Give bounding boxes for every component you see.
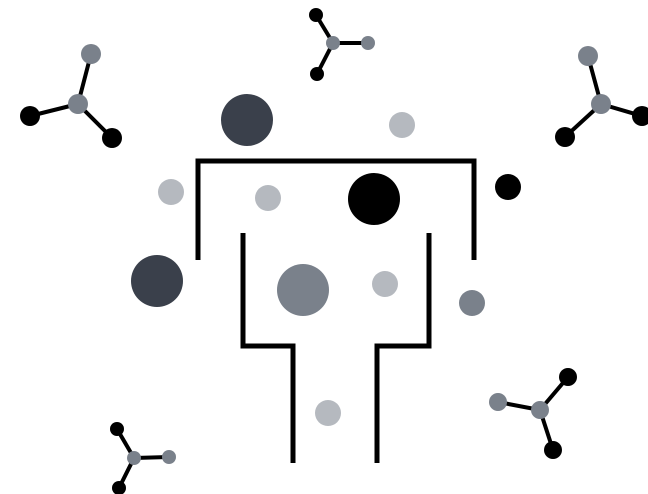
molecule-atom-mid [361, 36, 375, 50]
molecule-atom-black [102, 128, 122, 148]
molecule-top-right [555, 46, 648, 147]
particle-light [315, 400, 341, 426]
molecule-atom-black [310, 67, 324, 81]
particle-mid [459, 290, 485, 316]
molecule-atom-mid [531, 401, 549, 419]
particle-light [255, 185, 281, 211]
molecule-atom-black [555, 127, 575, 147]
molecule-bottom-right [489, 368, 577, 459]
molecule-atom-mid [127, 451, 141, 465]
inner-channel-wall-left [243, 233, 293, 463]
molecule-atom-mid [326, 36, 340, 50]
outer-chamber-wall [198, 161, 474, 260]
molecule-atom-black [112, 481, 126, 494]
molecule-atom-mid [68, 94, 88, 114]
particle-black [495, 174, 521, 200]
molecule-atom-mid [81, 44, 101, 64]
molecule-atom-black [544, 441, 562, 459]
particle-black-large [348, 173, 400, 225]
molecule-atom-black [20, 106, 40, 126]
molecule-atom-black [309, 8, 323, 22]
particle-mid-large [277, 264, 329, 316]
molecule-atom-mid [591, 94, 611, 114]
molecule-bottom-left [110, 422, 176, 494]
particle-dark-large [221, 94, 273, 146]
particle-light [372, 271, 398, 297]
molecule-atom-mid [489, 393, 507, 411]
inner-channel-wall-right [377, 233, 429, 463]
molecule-atom-black [632, 106, 648, 126]
molecule-top-center [309, 8, 375, 81]
particle-group [131, 94, 521, 426]
molecule-atom-black [559, 368, 577, 386]
particle-light [158, 179, 184, 205]
molecule-atom-black [110, 422, 124, 436]
particle-dark-large [131, 255, 183, 307]
molecule-top-left [20, 44, 122, 148]
particle-light [389, 112, 415, 138]
molecule-atom-mid [162, 450, 176, 464]
molecule-atom-mid [578, 46, 598, 66]
